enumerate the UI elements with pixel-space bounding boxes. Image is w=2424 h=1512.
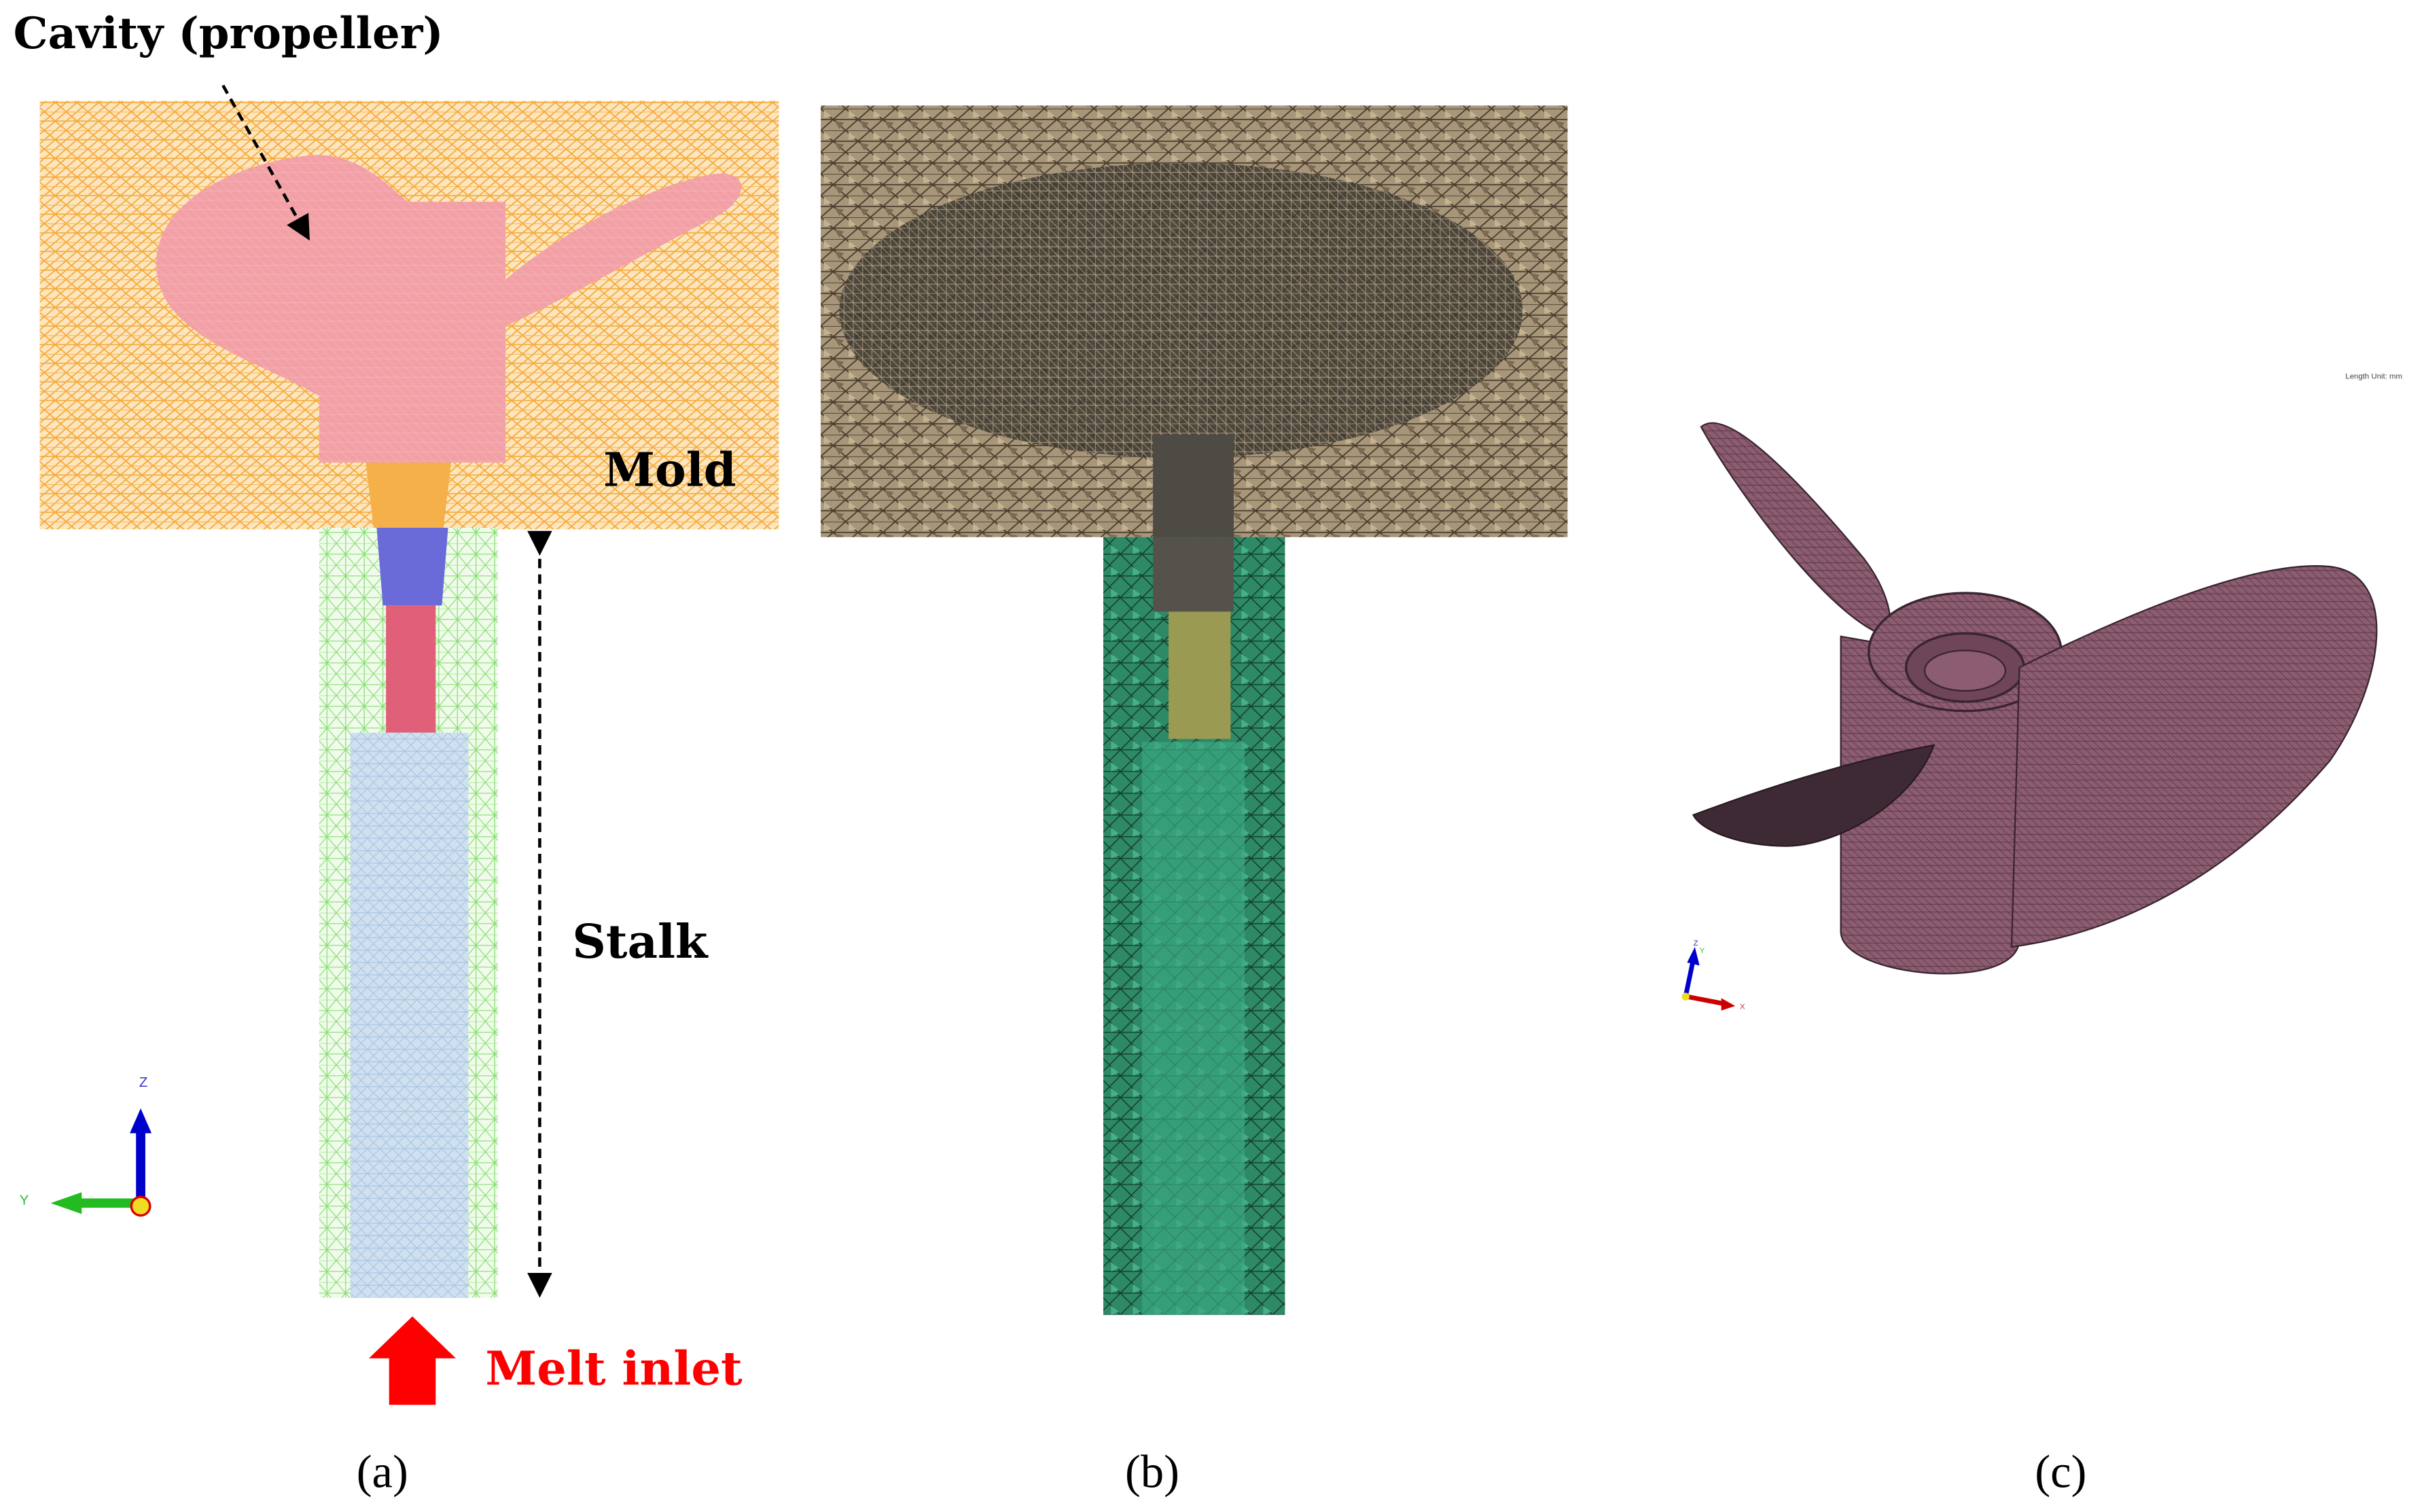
axis-triad-c: Z Y X [1681, 939, 1745, 1011]
caption-c: (c) [2035, 1445, 2086, 1497]
inlet-label: Melt inlet [485, 1342, 743, 1397]
panel-a: Cavity (propeller) Mold Stalk Melt inlet… [14, 8, 779, 1497]
svg-text:Z: Z [139, 1075, 148, 1090]
panel-b: (b) [821, 105, 1568, 1497]
riser-mesh-b [1169, 611, 1231, 739]
panel-c: Length Unit: mm Z Y X (c) [1681, 373, 2402, 1497]
dense-mesh-region [839, 162, 1523, 458]
length-unit-label: Length Unit: mm [2345, 373, 2402, 381]
svg-text:Z: Z [1693, 939, 1698, 948]
riser [386, 605, 436, 733]
cavity-pointer-arrow [221, 84, 310, 241]
sprue-lower-b [1153, 537, 1234, 612]
melt-mesh-b [1142, 742, 1245, 1315]
mold-label: Mold [603, 443, 736, 497]
axis-triad-a: Z Y [20, 1075, 152, 1217]
sprue [366, 463, 452, 528]
svg-text:Y: Y [20, 1192, 29, 1208]
svg-text:Y: Y [1700, 947, 1705, 955]
caption-b: (b) [1125, 1445, 1179, 1497]
cavity-label: Cavity (propeller) [14, 8, 444, 59]
stalk-label: Stalk [572, 915, 709, 969]
melt-region [350, 732, 469, 1298]
caption-a: (a) [357, 1445, 408, 1497]
propeller-mesh [1692, 422, 2378, 975]
svg-text:X: X [1740, 1003, 1745, 1011]
inlet-arrow-icon [369, 1316, 456, 1405]
filter [376, 528, 448, 606]
